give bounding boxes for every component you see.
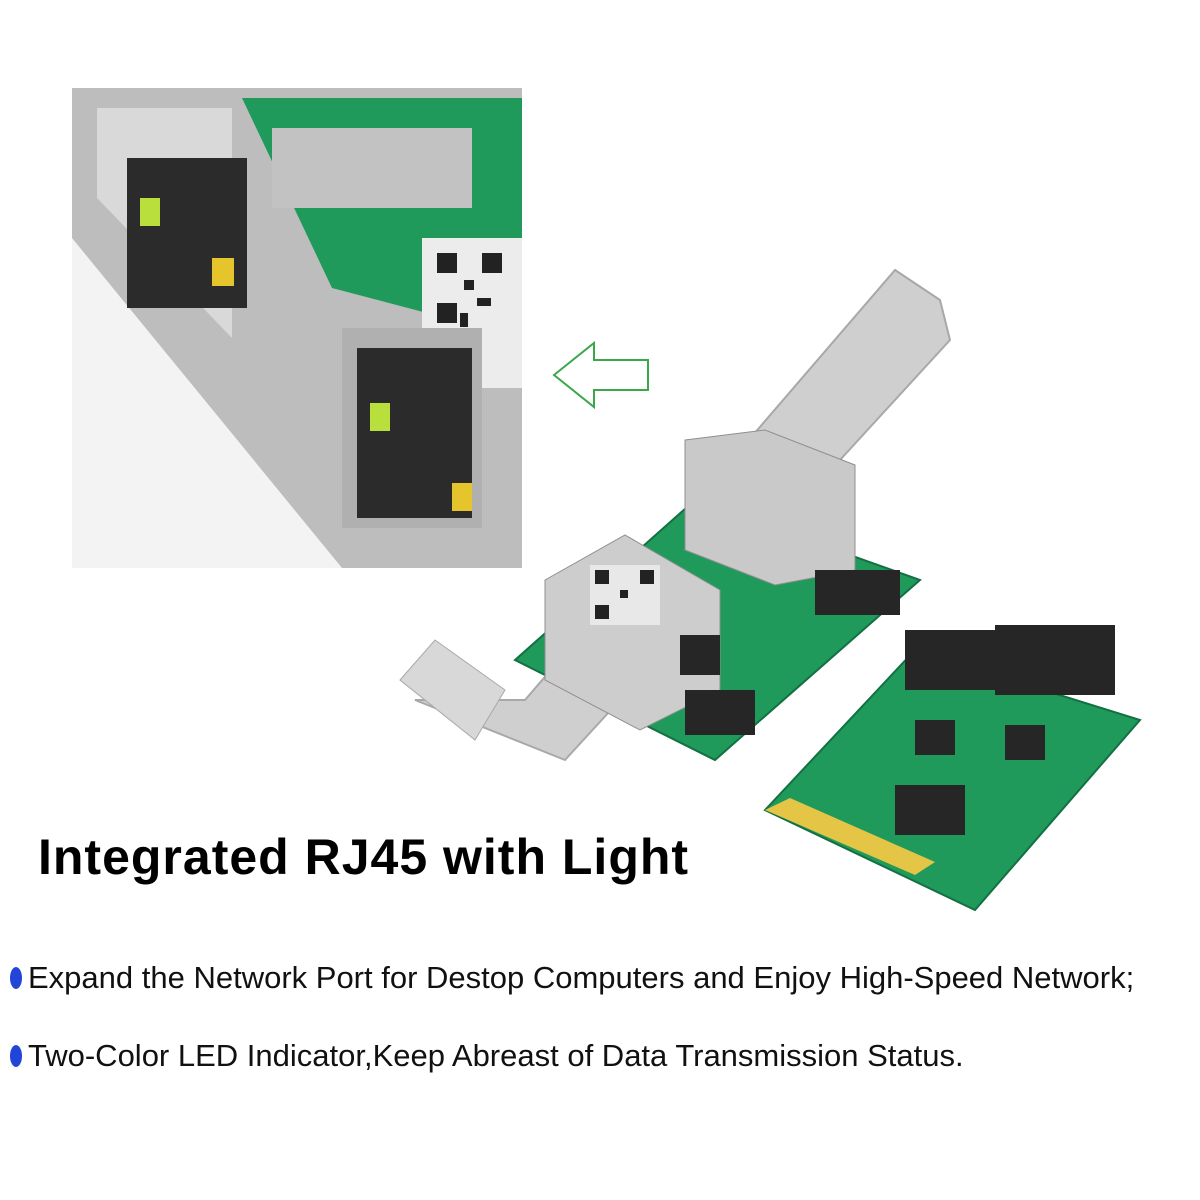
feature-text: Expand the Network Port for Destop Compu…: [28, 960, 1135, 995]
feature-item: Two-Color LED Indicator,Keep Abreast of …: [10, 1038, 964, 1074]
rj45-closeup-photo: [72, 88, 522, 568]
left-arrow-icon: [552, 340, 652, 410]
bullet-dot-icon: [10, 967, 22, 989]
feature-item: Expand the Network Port for Destop Compu…: [10, 960, 1134, 996]
feature-text: Two-Color LED Indicator,Keep Abreast of …: [28, 1038, 964, 1073]
bullet-dot-icon: [10, 1045, 22, 1067]
headline: Integrated RJ45 with Light: [38, 829, 690, 885]
network-card-product-photo: [395, 240, 1150, 920]
